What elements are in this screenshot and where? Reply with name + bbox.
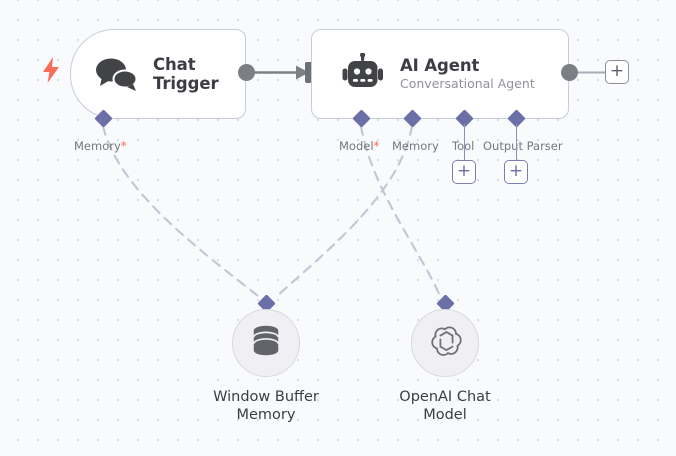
required-marker: * bbox=[373, 139, 380, 153]
port-trigger-memory-label: Memory* bbox=[74, 139, 127, 153]
subnode-window-buffer-memory-label: Window Buffer Memory bbox=[186, 388, 346, 425]
add-tool-button[interactable]: + bbox=[452, 160, 476, 184]
node-chat-trigger-text: Chat Trigger bbox=[153, 55, 219, 94]
port-agent-output-parser-stub bbox=[515, 124, 518, 162]
chat-bubbles-icon bbox=[93, 51, 139, 97]
node-ai-agent-subtitle: Conversational Agent bbox=[400, 76, 535, 92]
add-node-button[interactable]: + bbox=[605, 60, 629, 84]
port-agent-memory-label: Memory bbox=[392, 139, 439, 153]
node-ai-agent-title: AI Agent bbox=[400, 55, 480, 75]
ai-agent-input-connector[interactable] bbox=[305, 62, 315, 83]
port-agent-output-parser-label: Output Parser bbox=[483, 139, 563, 153]
database-icon bbox=[250, 324, 282, 362]
node-ai-agent[interactable]: AI Agent Conversational Agent bbox=[311, 29, 569, 119]
port-agent-tool-label: Tool bbox=[452, 139, 474, 153]
subnode-label-line1: Window Buffer bbox=[213, 389, 319, 405]
subnode-openai-chat-model[interactable] bbox=[411, 309, 479, 377]
robot-icon bbox=[340, 51, 386, 97]
subnode-window-buffer-memory[interactable] bbox=[232, 309, 300, 377]
port-agent-tool-stub bbox=[463, 124, 466, 162]
node-chat-trigger-title-line2: Trigger bbox=[153, 74, 219, 93]
subnode-label-line1: OpenAI Chat bbox=[399, 389, 491, 405]
node-chat-trigger-title-line1: Chat bbox=[153, 54, 196, 74]
node-chat-trigger[interactable]: Chat Trigger bbox=[70, 29, 246, 119]
lightning-bolt-icon bbox=[43, 57, 59, 83]
subnode-label-line2: Model bbox=[423, 407, 467, 424]
required-marker: * bbox=[120, 139, 127, 153]
subnode-openai-chat-model-label: OpenAI Chat Model bbox=[365, 388, 525, 425]
chat-trigger-output-connector[interactable] bbox=[238, 64, 255, 81]
port-agent-model-label: Model* bbox=[339, 139, 380, 153]
ai-agent-output-connector[interactable] bbox=[561, 64, 578, 81]
subnode-label-line2: Memory bbox=[236, 407, 296, 424]
node-ai-agent-text: AI Agent Conversational Agent bbox=[400, 56, 535, 92]
add-output-parser-button[interactable]: + bbox=[504, 160, 528, 184]
openai-logo-icon bbox=[428, 324, 462, 362]
